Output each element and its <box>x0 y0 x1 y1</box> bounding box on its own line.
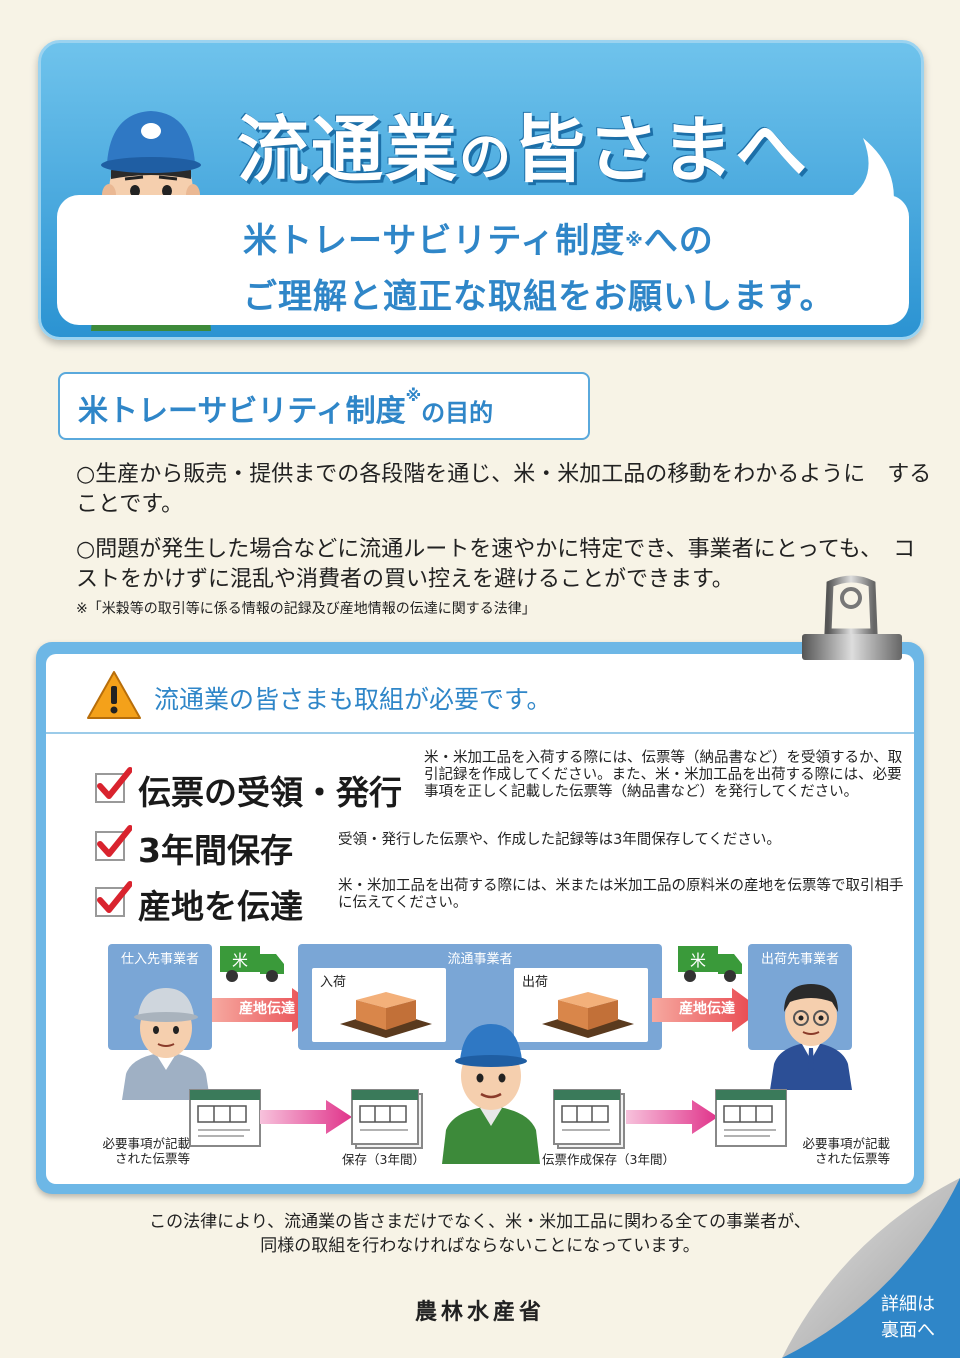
banner-subtitle: 米トレーサビリティ制度※への ご理解と適正な取組をお願いします。 <box>243 221 835 317</box>
purpose-title: 米トレーサビリティ制度※の目的 <box>78 386 494 429</box>
origin-transfer-arrow-right: 産地伝達 <box>652 988 762 1032</box>
board-heading: 流通業の皆さまも取組が必要です。 <box>154 685 552 714</box>
checkmark-icon <box>95 767 132 803</box>
closing-text: この法律により、流通業の皆さまだけでなく、米・米加工品に関わる全ての事業者が、同… <box>149 1212 811 1256</box>
warning-icon <box>87 671 141 719</box>
caption-left: 必要事項が記載された伝票等 <box>102 1136 190 1166</box>
requirement-desc-2: 受領・発行した伝票や、作成した記録等は3年間保存してください。 <box>338 832 781 848</box>
caption-store: 保存（3年間） <box>342 1152 425 1167</box>
binder-clip-icon <box>802 575 902 660</box>
pink-arrow-icon <box>260 1100 352 1134</box>
speech-bubble: 米トレーサビリティ制度※への ご理解と適正な取組をお願いします。 <box>57 195 909 325</box>
checkmark-icon <box>95 825 132 861</box>
cargo-pallet-icon <box>542 992 634 1038</box>
requirement-title-1: 伝票の受領・発行 <box>138 773 402 812</box>
invoice-document-icon <box>189 1089 261 1147</box>
requirement-desc-3: 米・米加工品を出荷する際には、米または米加工品の原料米の産地を伝票等で取引相手に… <box>338 878 904 911</box>
requirements-board: 流通業の皆さまも取組が必要です。 伝票の受領・発行 米・米加工品を入荷する際には… <box>36 642 924 1194</box>
page-title: 流通業の皆さまへ <box>237 108 810 192</box>
invoice-document-icon <box>715 1089 787 1147</box>
requirements-panel: 流通業の皆さまも取組が必要です。 伝票の受領・発行 米・米加工品を入荷する際には… <box>46 654 914 1184</box>
customer-businessman-icon <box>770 984 852 1090</box>
cargo-pallet-icon <box>340 992 432 1038</box>
header-banner: 流通業の皆さまへ 米トレーサビリティ制度※への ご理解と適正な取組をお願いします… <box>38 40 924 340</box>
purpose-paragraph-2: ○問題が発生した場合などに流通ルートを速やかに特定でき、事業者にとっても、 コス… <box>76 537 916 592</box>
svg-text:米: 米 <box>690 951 706 970</box>
truck-icon: 米 <box>678 946 742 982</box>
distributor-worker-icon <box>442 1024 540 1164</box>
stored-invoice-icon <box>351 1089 423 1149</box>
created-invoice-icon <box>553 1089 625 1149</box>
law-footnote: ※「米穀等の取引等に係る情報の記録及び産地情報の伝達に関する法律」 <box>76 601 536 617</box>
requirement-desc-1: 米・米加工品を入荷する際には、伝票等（納品書など）を受領するか、取引記録を作成し… <box>424 750 903 800</box>
caption-create: 伝票作成保存（3年間） <box>542 1152 675 1167</box>
caption-right: 必要事項が記載された伝票等 <box>802 1136 890 1166</box>
purpose-paragraph-1: ○生産から販売・提供までの各段階を通じ、米・米加工品の移動をわかるように するこ… <box>76 462 932 517</box>
flow-diagram: 仕入先事業者 米 <box>46 944 914 1184</box>
purpose-heading-box: 米トレーサビリティ制度※の目的 <box>58 372 590 440</box>
truck-icon: 米 <box>220 946 284 982</box>
board-header: 流通業の皆さまも取組が必要です。 <box>46 654 914 734</box>
page-curl-corner[interactable] <box>782 1178 960 1358</box>
ministry-name: 農林水産省 <box>414 1299 545 1325</box>
checkmark-icon <box>95 881 132 917</box>
requirement-title-2: 3年間保存 <box>138 831 293 870</box>
supplier-worker-icon <box>122 988 210 1100</box>
requirement-title-3: 産地を伝達 <box>138 887 303 926</box>
origin-transfer-arrow-left: 産地伝達 <box>212 988 322 1032</box>
pink-arrow-icon <box>626 1100 718 1134</box>
speech-bubble-tail <box>849 138 894 208</box>
svg-text:米: 米 <box>232 951 248 970</box>
see-back-link[interactable]: 詳細は裏面へ <box>881 1294 935 1341</box>
